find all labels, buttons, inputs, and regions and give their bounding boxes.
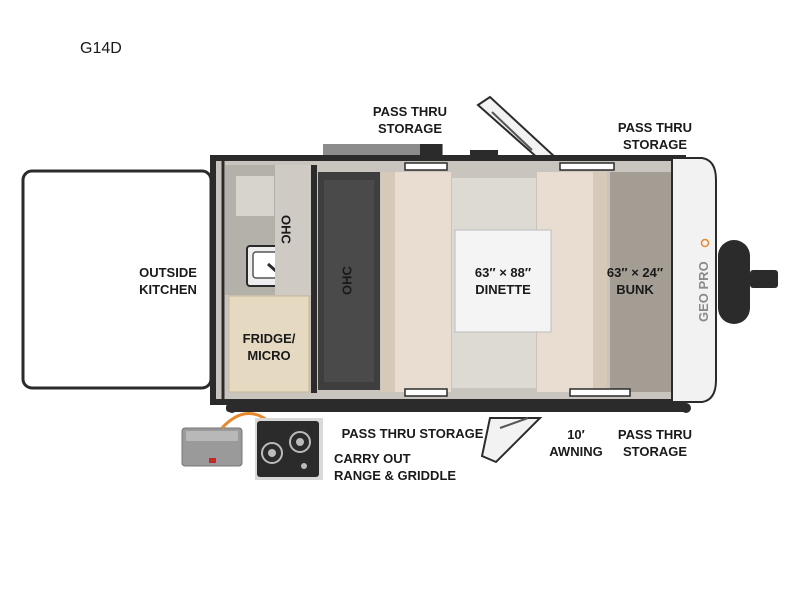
svg-text:GEO PRO: GEO PRO [696,261,711,322]
ohc-label-2: OHC [339,266,355,295]
dinette-label: 63″ × 88″ DINETTE [474,265,532,297]
carry-out-label: CARRY OUT RANGE & GRIDDLE [334,451,457,483]
fridge-micro-label: FRIDGE/ MICRO [242,331,296,363]
bunk-area [610,172,674,392]
awning-label: 10′ AWNING [549,427,603,459]
pass-thru-storage-top-right: PASS THRU STORAGE [617,120,693,152]
model-name: G14D [80,40,122,57]
stovetop-icon [255,418,323,480]
awning-bar [226,404,686,412]
roof-storage-box [323,144,443,158]
dinette-table [454,229,552,333]
fridge-micro-cabinet [228,295,310,393]
pass-thru-storage-top-left: PASS THRU STORAGE [372,104,448,136]
outside-kitchen-label: OUTSIDE KITCHEN [139,265,197,297]
pass-thru-storage-bottom-right: PASS THRU STORAGE [617,427,693,459]
door-bottom [480,417,543,464]
bunk-label: 63″ × 24″ BUNK [606,265,664,297]
griddle-icon [181,427,243,467]
spare-tire-icon [718,240,778,324]
ohc-label-1: OHC [278,215,294,244]
front-nose-cap [671,157,717,403]
pass-thru-storage-bottom: PASS THRU STORAGE [341,426,484,441]
